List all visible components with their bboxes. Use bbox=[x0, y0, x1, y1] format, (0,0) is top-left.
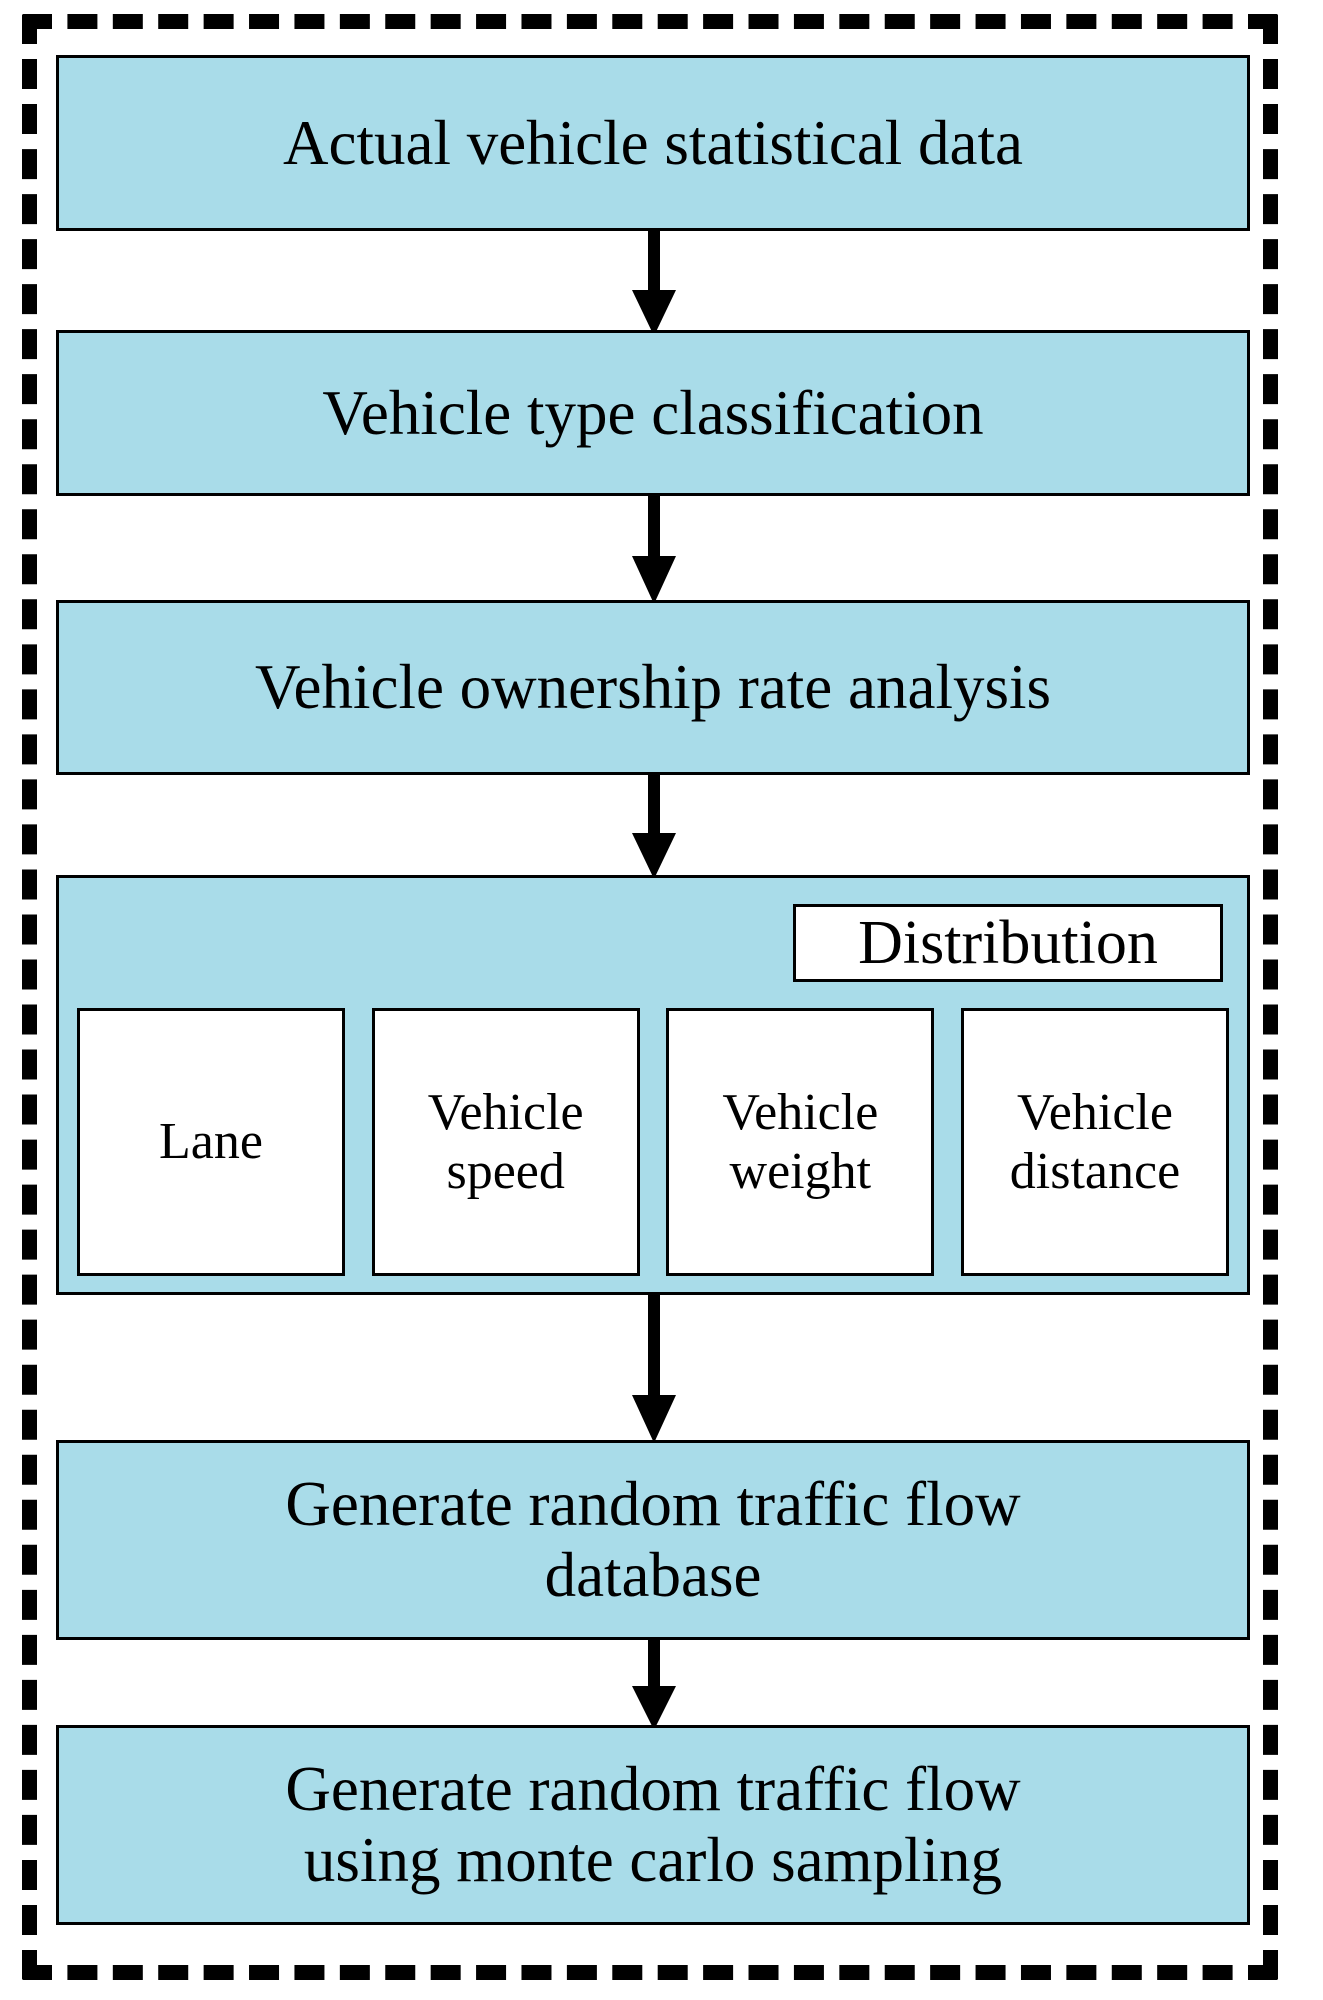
subbox-vehicle-distance[interactable]: Vehicle distance bbox=[960, 1008, 1229, 1276]
arrow-down-icon-1 bbox=[624, 228, 684, 336]
node-vehicle-type-classification[interactable]: Vehicle type classification bbox=[56, 330, 1250, 496]
subbox-lane[interactable]: Lane bbox=[77, 1008, 345, 1276]
node-label: Actual vehicle statistical data bbox=[283, 107, 1023, 178]
dashed-boundary-frame bbox=[22, 14, 1278, 1980]
arrow-down-icon-4 bbox=[624, 1293, 684, 1443]
distribution-title-label: Distribution bbox=[793, 904, 1223, 982]
distribution-subbox-row: Lane Vehicle speed Vehicle weight Vehicl… bbox=[77, 1008, 1229, 1276]
subbox-vehicle-weight[interactable]: Vehicle weight bbox=[666, 1008, 935, 1276]
panel-distribution[interactable]: Distribution Lane Vehicle speed Vehicle … bbox=[56, 875, 1250, 1295]
node-label: Vehicle ownership rate analysis bbox=[255, 652, 1051, 723]
subbox-vehicle-speed[interactable]: Vehicle speed bbox=[371, 1008, 640, 1276]
arrow-down-icon-5 bbox=[624, 1638, 684, 1730]
node-generate-random-traffic-flow-database[interactable]: Generate random traffic flow database bbox=[56, 1440, 1250, 1640]
node-actual-vehicle-statistical-data[interactable]: Actual vehicle statistical data bbox=[56, 55, 1250, 231]
node-generate-random-traffic-flow-monte-carlo[interactable]: Generate random traffic flow using monte… bbox=[56, 1725, 1250, 1925]
node-label: Generate random traffic flow using monte… bbox=[285, 1754, 1021, 1895]
arrow-down-icon-2 bbox=[624, 494, 684, 604]
node-vehicle-ownership-rate-analysis[interactable]: Vehicle ownership rate analysis bbox=[56, 600, 1250, 775]
node-label: Vehicle type classification bbox=[322, 377, 984, 448]
arrow-down-icon-3 bbox=[624, 773, 684, 879]
node-label: Generate random traffic flow database bbox=[285, 1469, 1021, 1610]
